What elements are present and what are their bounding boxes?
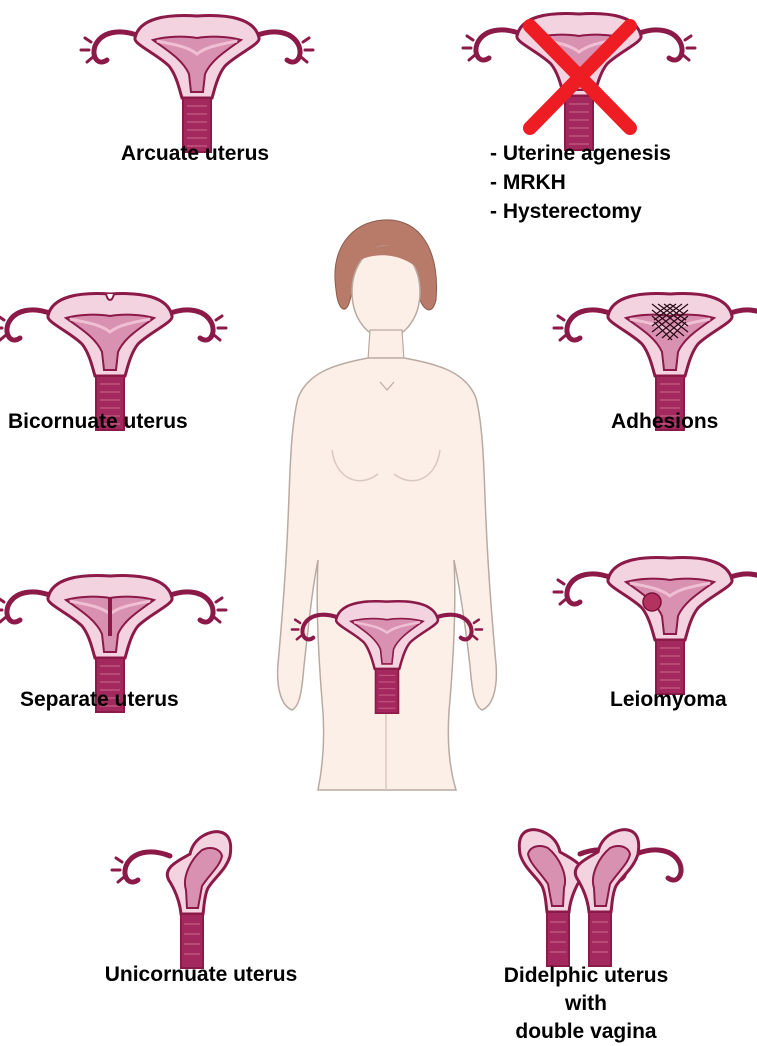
uterine-agenesis-label: - Uterine agenesis — [490, 141, 671, 167]
didelphic-uterus-illustration — [519, 830, 681, 966]
leiomyoma-uterus-illustration — [554, 558, 757, 694]
arcuate-uterus-label: Arcuate uterus — [121, 141, 269, 167]
bicornuate-uterus-label: Bicornuate uterus — [8, 409, 188, 435]
adhesions-label: Adhesions — [611, 409, 718, 435]
mrkh-label: - MRKH — [490, 170, 566, 196]
leiomyoma-label: Leiomyoma — [610, 687, 727, 713]
didelphic-uterus-label: Didelphic uterus with double vagina — [501, 962, 672, 1046]
separate-uterus-label: Separate uterus — [20, 687, 179, 713]
arcuate-uterus-illustration — [81, 16, 313, 152]
hysterectomy-label: - Hysterectomy — [490, 199, 642, 225]
uterine-anomalies-diagram: Arcuate uterus - Uterine agenesis - MRKH… — [0, 0, 757, 1016]
unicornuate-uterus-label: Unicornuate uterus — [105, 962, 298, 988]
unicornuate-uterus-illustration — [112, 832, 231, 968]
